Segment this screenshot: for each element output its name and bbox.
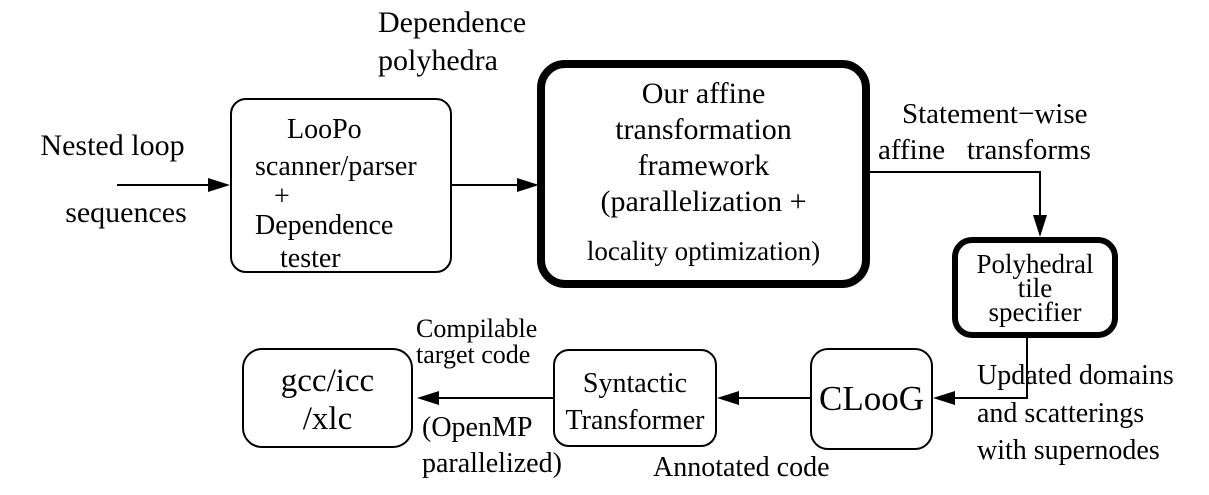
node-loopo: LooPo scanner/parser + Dependence tester (230, 98, 452, 274)
openmp-label-line2: parallelized) (422, 448, 562, 479)
syntactic-line2: Transformer (565, 405, 705, 436)
framework-line3: framework (637, 149, 770, 182)
connector-tile-cloog-horizontal (955, 397, 1028, 399)
connector-framework-tile-vertical (1039, 171, 1041, 216)
syntactic-line1: Syntactic (582, 368, 688, 399)
compilable-label-line2: target code (416, 340, 531, 369)
node-framework: Our affine transformation framework (par… (537, 60, 870, 288)
loopo-line4: Dependence (255, 210, 394, 241)
arrow-loopo-framework-head (517, 178, 539, 192)
dependence-polyhedra-label-line1: Dependence (378, 6, 527, 39)
updated-domains-label-line1: Updated domains (977, 360, 1174, 391)
node-syntactic-transformer: Syntactic Transformer (553, 349, 717, 447)
annotated-code-label: Annotated code (653, 452, 830, 483)
compilable-label-line1: Compilable (416, 314, 538, 343)
connector-tile-cloog-vertical (1026, 338, 1028, 399)
loopo-line3: + (274, 181, 290, 212)
loopo-line1: LooPo (287, 114, 362, 145)
arrow-tile-cloog-head (933, 391, 955, 405)
arrow-input-loopo-line (117, 184, 208, 186)
tile-specifier-line3: specifier (988, 297, 1082, 327)
connector-framework-tile-horizontal (870, 171, 1041, 173)
compilers-line2: /xlc (302, 401, 353, 437)
framework-line2: transformation (615, 113, 792, 146)
input-label-line1: Nested loop (40, 129, 185, 162)
updated-domains-label-line3: with supernodes (977, 435, 1160, 466)
loopo-line2: scanner/parser (255, 151, 417, 182)
arrow-syntactic-compilers-head (417, 391, 439, 405)
loopo-line5: tester (280, 243, 341, 274)
framework-line5: locality optimization) (586, 236, 821, 266)
node-compilers: gcc/icc /xlc (242, 348, 413, 448)
arrow-cloog-syntactic-line (739, 397, 810, 399)
framework-line4: (parallelization + (600, 185, 807, 218)
node-tile-specifier: Polyhedral tile specifier (952, 237, 1118, 338)
cloog-label: CLooG (819, 379, 924, 418)
dependence-polyhedra-label-line2: polyhedra (378, 44, 498, 77)
input-label-line2: sequences (65, 196, 187, 229)
compilers-line1: gcc/icc (280, 363, 375, 399)
tile-specifier-line1: Polyhedral (976, 249, 1094, 279)
arrow-cloog-syntactic-head (717, 391, 739, 405)
arrow-framework-tile-head (1033, 215, 1047, 237)
statement-wise-label-line2: affine transforms (878, 134, 1091, 166)
arrow-syntactic-compilers-line (439, 397, 553, 399)
openmp-label-line1: (OpenMP (422, 412, 533, 443)
node-cloog: CLooG (810, 348, 933, 450)
statement-wise-label-line1: Statement−wise (902, 98, 1088, 130)
arrow-input-loopo-head (208, 178, 230, 192)
framework-line1: Our affine (641, 77, 766, 110)
updated-domains-label-line2: and scatterings (977, 398, 1145, 429)
arrow-loopo-framework-line (452, 184, 517, 186)
tile-specifier-line2: tile (1017, 273, 1053, 303)
